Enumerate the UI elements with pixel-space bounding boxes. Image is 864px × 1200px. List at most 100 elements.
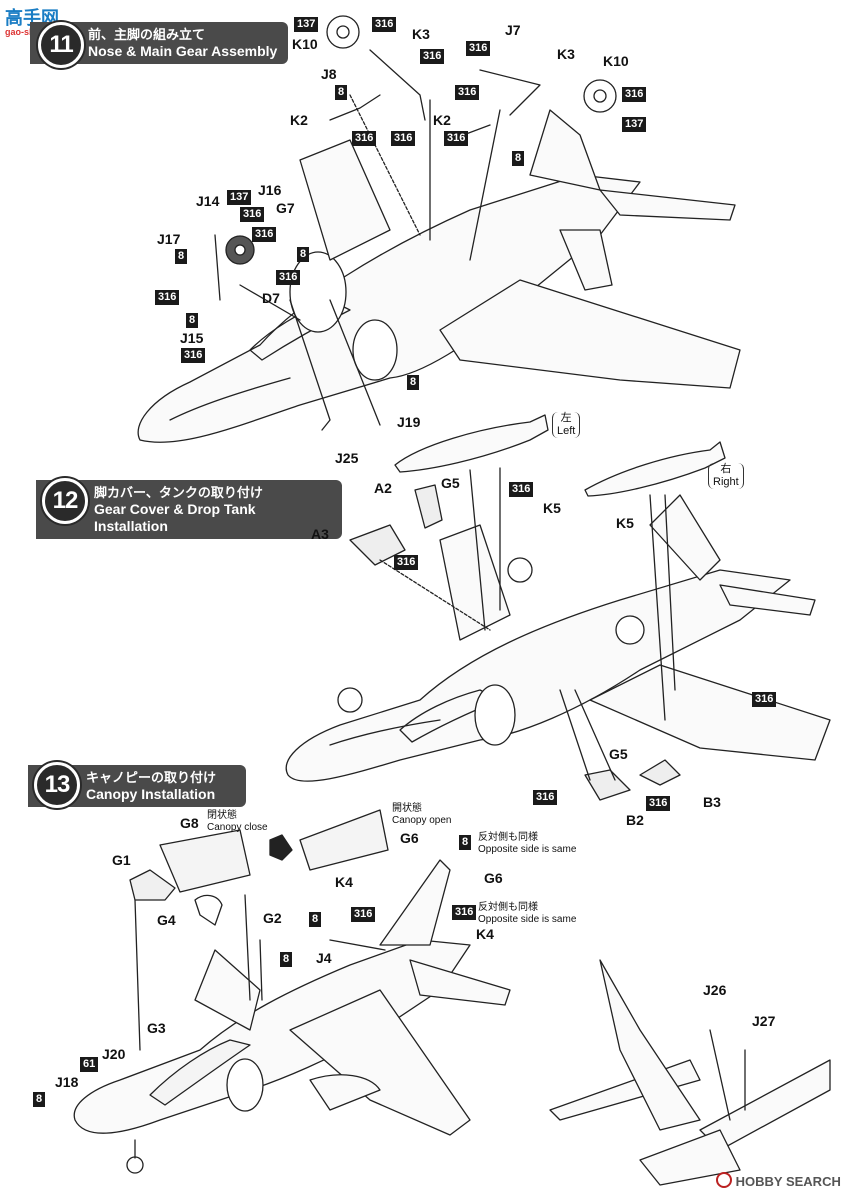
- tank-right-label: 右 Right: [708, 463, 744, 489]
- part-label: J18: [55, 1074, 79, 1090]
- part-label: J15: [180, 330, 204, 346]
- opposite-note-en: Opposite side is same: [478, 844, 577, 855]
- color-code: 316: [181, 348, 206, 363]
- color-code: 8: [175, 249, 188, 264]
- color-code: 316: [240, 207, 265, 222]
- hobby-search-icon: [716, 1172, 732, 1188]
- color-code: 316: [466, 41, 491, 56]
- tank-right-jp: 右: [720, 463, 732, 475]
- part-label: G4: [157, 912, 176, 928]
- opposite-note-1: 反対側も同様 Opposite side is same: [478, 832, 576, 856]
- tank-left-jp: 左: [560, 412, 572, 424]
- tank-left-label: 左 Left: [552, 412, 581, 438]
- tank-left-en: Left: [557, 425, 576, 437]
- step-12-title-en: Gear Cover & Drop Tank Installation: [94, 501, 256, 534]
- part-label: J26: [703, 982, 727, 998]
- part-label: B3: [703, 794, 721, 810]
- color-code: 316: [252, 227, 277, 242]
- opposite-note-2: 反対側も同様 Opposite side is same: [478, 902, 576, 926]
- color-code: 137: [294, 17, 319, 32]
- step-12-header: 脚カバー、タンクの取り付け Gear Cover & Drop Tank Ins…: [36, 480, 342, 539]
- part-label: J7: [505, 22, 521, 38]
- color-code: 8: [33, 1092, 46, 1107]
- part-label: B2: [626, 812, 644, 828]
- color-code: 8: [512, 151, 525, 166]
- part-label: G8: [180, 815, 199, 831]
- hobby-search-text: HOBBY SEARCH: [735, 1174, 841, 1189]
- color-code: 61: [80, 1057, 99, 1072]
- part-label: J19: [397, 414, 421, 430]
- part-label: G7: [276, 200, 295, 216]
- part-label: J4: [316, 950, 332, 966]
- color-code: 316: [752, 692, 777, 707]
- color-code: 316: [394, 555, 419, 570]
- part-label: G5: [441, 475, 460, 491]
- part-label: J20: [102, 1046, 126, 1062]
- part-label: K4: [476, 926, 494, 942]
- part-label: K5: [543, 500, 561, 516]
- color-code: 316: [444, 131, 469, 146]
- color-code: 316: [622, 87, 647, 102]
- part-label: D7: [262, 290, 280, 306]
- part-label: A3: [311, 526, 329, 542]
- canopy-close-en: Canopy close: [207, 822, 268, 833]
- part-label: J8: [321, 66, 337, 82]
- color-code: 8: [309, 912, 322, 927]
- part-label: G2: [263, 910, 282, 926]
- part-label: K3: [557, 46, 575, 62]
- canopy-close-label: 閉状態 Canopy close: [207, 810, 268, 834]
- step-12-number: 12: [42, 478, 88, 524]
- color-code: 8: [459, 835, 472, 850]
- canopy-close-jp: 閉状態: [207, 810, 237, 821]
- part-label: K2: [290, 112, 308, 128]
- part-label: K10: [603, 53, 629, 69]
- color-code: 316: [455, 85, 480, 100]
- color-code: 316: [155, 290, 180, 305]
- part-label: K10: [292, 36, 318, 52]
- opposite-note-jp: 反対側も同様: [478, 832, 538, 843]
- step-13-title-en: Canopy Installation: [86, 786, 216, 802]
- opposite-note-en: Opposite side is same: [478, 914, 577, 925]
- color-code: 316: [391, 131, 416, 146]
- step-13-title-jp: キャノピーの取り付け: [86, 770, 217, 785]
- color-code: 8: [186, 313, 199, 328]
- step13-aircraft: [73, 809, 831, 1186]
- step-11-title-en: Nose & Main Gear Assembly: [88, 43, 278, 59]
- part-label: J27: [752, 1013, 776, 1029]
- color-code: 316: [420, 49, 445, 64]
- hobby-search-logo: HOBBY SEARCH: [716, 1172, 841, 1189]
- canopy-open-jp: 開状態: [392, 803, 422, 814]
- canopy-open-en: Canopy open: [392, 815, 452, 826]
- part-label: K5: [616, 515, 634, 531]
- step-11-title-jp: 前、主脚の組み立て: [88, 27, 206, 42]
- part-label: G5: [609, 746, 628, 762]
- color-code: 137: [622, 117, 647, 132]
- color-code: 316: [351, 907, 376, 922]
- color-code: 316: [452, 905, 477, 920]
- step11-aircraft: [137, 15, 741, 443]
- step-11-number: 11: [38, 22, 84, 68]
- part-label: K3: [412, 26, 430, 42]
- canopy-open-label: 開状態 Canopy open: [392, 803, 452, 827]
- part-label: J16: [258, 182, 282, 198]
- color-code: 316: [352, 131, 377, 146]
- part-label: K2: [433, 112, 451, 128]
- part-label: G3: [147, 1020, 166, 1036]
- color-code: 8: [407, 375, 420, 390]
- color-code: 316: [509, 482, 534, 497]
- step-13-number: 13: [34, 762, 80, 808]
- step-12-title-jp: 脚カバー、タンクの取り付け: [94, 485, 263, 500]
- part-label: G6: [400, 830, 419, 846]
- color-code: 316: [276, 270, 301, 285]
- part-label: A2: [374, 480, 392, 496]
- part-label: G6: [484, 870, 503, 886]
- opposite-note-jp: 反対側も同様: [478, 902, 538, 913]
- color-code: 8: [280, 952, 293, 967]
- part-label: J14: [196, 193, 220, 209]
- part-label: J17: [157, 231, 181, 247]
- color-code: 8: [335, 85, 348, 100]
- color-code: 8: [297, 247, 310, 262]
- step12-aircraft: [285, 414, 831, 801]
- part-label: G1: [112, 852, 131, 868]
